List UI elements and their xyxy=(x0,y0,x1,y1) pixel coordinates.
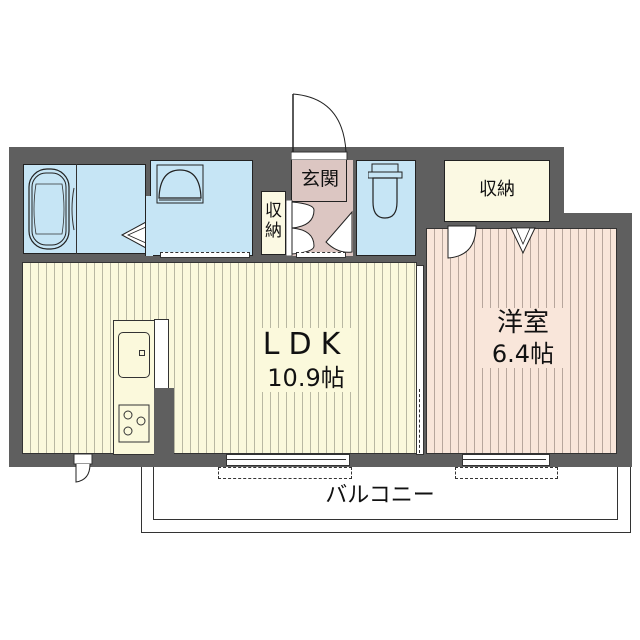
ldk-room xyxy=(22,262,417,454)
balcony-label: バルコニー xyxy=(325,483,435,508)
balcony-inner xyxy=(153,467,618,520)
toilet-icon xyxy=(368,163,403,219)
storage-door-icon[interactable] xyxy=(286,200,320,256)
ldk-window[interactable] xyxy=(226,454,350,466)
entrance-label: 玄関 xyxy=(300,168,339,190)
washroom-sliding-door xyxy=(160,252,250,258)
bathroom-door-icon xyxy=(120,221,147,249)
stove-icon xyxy=(118,404,150,443)
western-storage-label: 収納 xyxy=(479,179,515,200)
partition-sliding-door[interactable] xyxy=(416,265,424,455)
toilet-door-icon[interactable] xyxy=(324,208,354,256)
western-storage xyxy=(444,160,550,222)
kitchen-partition xyxy=(154,319,169,389)
sink-icon xyxy=(118,332,150,378)
front-door-icon[interactable] xyxy=(291,92,351,160)
western-window-rail xyxy=(462,459,546,460)
western-label: 洋室 6.4帖 xyxy=(479,308,567,368)
entrance-step xyxy=(291,159,347,202)
ldk-label: LDK 10.9帖 xyxy=(256,328,356,392)
ldk-window-rail xyxy=(226,459,346,460)
outside-area xyxy=(564,147,640,213)
washbasin-icon xyxy=(156,164,204,204)
washroom-door-opening xyxy=(145,196,153,256)
western-window[interactable] xyxy=(462,454,550,466)
entrance-storage xyxy=(261,191,286,255)
toilet-sliding-door xyxy=(296,252,346,258)
storage-folding-door-icon[interactable] xyxy=(508,226,538,256)
western-door-icon[interactable] xyxy=(446,224,480,260)
service-door-icon[interactable] xyxy=(72,454,96,484)
ldk-step xyxy=(218,467,352,479)
balcony-outer xyxy=(141,467,631,533)
faucet-icon xyxy=(139,350,145,356)
bathtub-icon xyxy=(28,168,75,250)
sliding-door-track xyxy=(419,389,421,453)
entrance-storage-label: 収 納 xyxy=(265,201,282,241)
bathroom-divider xyxy=(76,164,77,254)
western-step xyxy=(455,467,558,479)
western-room xyxy=(426,228,617,454)
kitchen-wall xyxy=(154,388,174,455)
